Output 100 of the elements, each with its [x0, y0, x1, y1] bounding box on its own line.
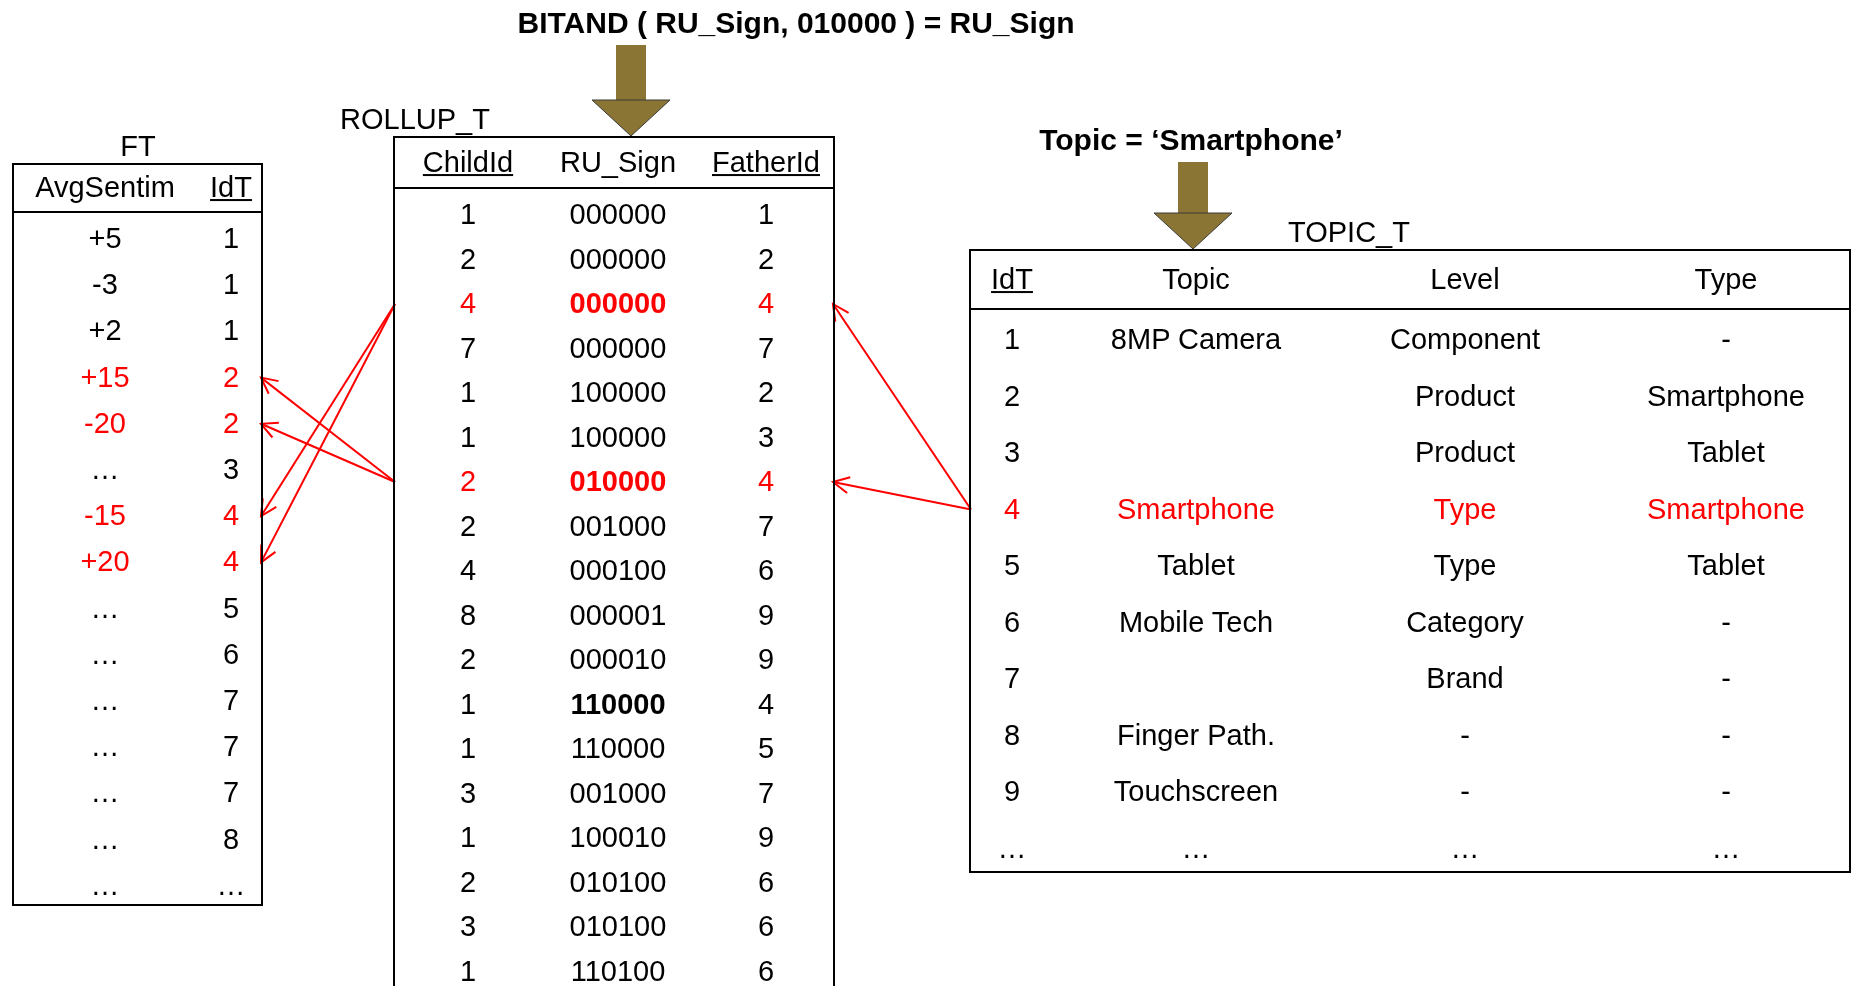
father-id: 9 [757, 644, 775, 676]
topic-name: Mobile Tech [1118, 606, 1274, 639]
topic-id: 3 [1003, 437, 1021, 469]
father-id: 7 [757, 332, 775, 365]
type-name: … [1711, 832, 1741, 865]
father-id: 2 [757, 243, 775, 276]
topic-name: Touchscreen [1113, 776, 1279, 808]
type-name: - [1721, 663, 1731, 695]
child-id: 8 [459, 599, 477, 632]
column-header: IdT [991, 263, 1033, 296]
arrow [260, 303, 396, 518]
topic-id: 7 [222, 685, 240, 717]
child-id: 1 [459, 377, 477, 409]
father-id: 4 [757, 466, 775, 498]
father-id: 9 [757, 599, 775, 632]
topic-id: … [997, 832, 1027, 865]
rollup-sign: 100010 [569, 822, 667, 854]
type-name: Smartphone [1647, 380, 1805, 413]
topic-id: 2 [222, 361, 240, 394]
type-name: - [1721, 776, 1731, 808]
father-id: 6 [757, 955, 775, 986]
sentiment-value: -3 [92, 269, 118, 302]
arrow [832, 303, 972, 511]
rollup-sign: 000000 [569, 243, 667, 276]
topic-id: 1 [222, 269, 240, 302]
block-arrow [591, 45, 671, 137]
rollup-sign: 010100 [569, 866, 667, 899]
column-header: Level [1430, 263, 1500, 296]
sentiment-value: … [90, 777, 120, 810]
father-id: 4 [757, 288, 775, 320]
arrow [260, 303, 396, 564]
topic-id: 7 [222, 777, 240, 810]
rollup-sign: 110000 [570, 733, 666, 765]
rollup-sign: 010100 [569, 911, 667, 943]
table-title: FT [120, 131, 156, 163]
topic-id: 7 [222, 731, 240, 764]
topic-id: 5 [1003, 550, 1021, 582]
child-id: 2 [459, 644, 477, 676]
child-id: 4 [459, 288, 477, 320]
topic-level: - [1460, 776, 1470, 808]
arrow [832, 476, 972, 511]
column-header: IdT [210, 172, 252, 204]
block-arrow [1153, 162, 1233, 250]
sentiment-value: +15 [80, 361, 130, 394]
father-id: 6 [757, 911, 775, 943]
father-id: 3 [757, 421, 775, 454]
topic-name: Finger Path. [1117, 719, 1275, 752]
rollup-sign: 001000 [569, 777, 667, 810]
topic-name: Smartphone [1117, 493, 1275, 526]
topic-id: 3 [222, 454, 240, 486]
rollup-sign: 100000 [569, 377, 667, 409]
father-id: 9 [757, 822, 775, 854]
rollup-sign: 000000 [569, 332, 667, 365]
topic-id: 1 [222, 223, 240, 255]
type-name: - [1721, 606, 1731, 639]
topic-id: 4 [1003, 493, 1021, 526]
type-name: - [1721, 719, 1731, 752]
rollup-sign: 110100 [570, 955, 666, 986]
topic-id: 4 [222, 546, 240, 579]
father-id: 6 [757, 555, 775, 587]
rollup-sign: 000000 [569, 288, 667, 320]
topic-level: Type [1433, 493, 1497, 526]
topic-id: 1 [222, 315, 240, 348]
arrow [260, 421, 396, 483]
topic-id: 8 [222, 823, 240, 856]
column-header: Type [1694, 263, 1758, 296]
sentiment-value: … [90, 592, 120, 625]
child-id: 3 [459, 911, 477, 943]
topic-id: 1 [1003, 324, 1021, 356]
rollup-sign: 000100 [569, 555, 667, 587]
rollup-sign: 110000 [570, 688, 666, 721]
child-id: 2 [459, 243, 477, 276]
father-id: 4 [757, 688, 775, 721]
sentiment-value: +2 [88, 315, 122, 348]
father-id: 7 [757, 777, 775, 810]
topic-id: 6 [222, 638, 240, 671]
topic-id: 2 [222, 407, 240, 440]
topic-id: 4 [222, 500, 240, 533]
column-header: RU_Sign [559, 146, 677, 179]
column-header: ChildId [422, 146, 514, 179]
father-id: 1 [757, 199, 775, 231]
topic-level: … [1450, 832, 1480, 865]
topic-id: 2 [1003, 380, 1021, 413]
topic-name: 8MP Camera [1110, 324, 1282, 356]
query-condition: Topic = ‘Smartphone’ [1039, 123, 1343, 156]
type-name: Tablet [1687, 550, 1765, 582]
rollup-sign: 000010 [569, 644, 667, 676]
rollup-sign: 010000 [569, 466, 667, 498]
sentiment-value: … [90, 454, 120, 486]
rollup-sign: 000000 [569, 199, 667, 231]
sentiment-value: … [90, 869, 120, 902]
query-condition: BITAND ( RU_Sign, 010000 ) = RU_Sign [517, 6, 1075, 39]
rollup-sign: 001000 [569, 510, 667, 543]
table-title: ROLLUP_T [340, 104, 490, 136]
father-id: 2 [757, 377, 775, 409]
rollup-sign: 000001 [569, 599, 667, 632]
father-id: 6 [757, 866, 775, 899]
topic-id: 8 [1003, 719, 1021, 752]
sentiment-value: … [90, 731, 120, 764]
father-id: 5 [757, 733, 775, 765]
